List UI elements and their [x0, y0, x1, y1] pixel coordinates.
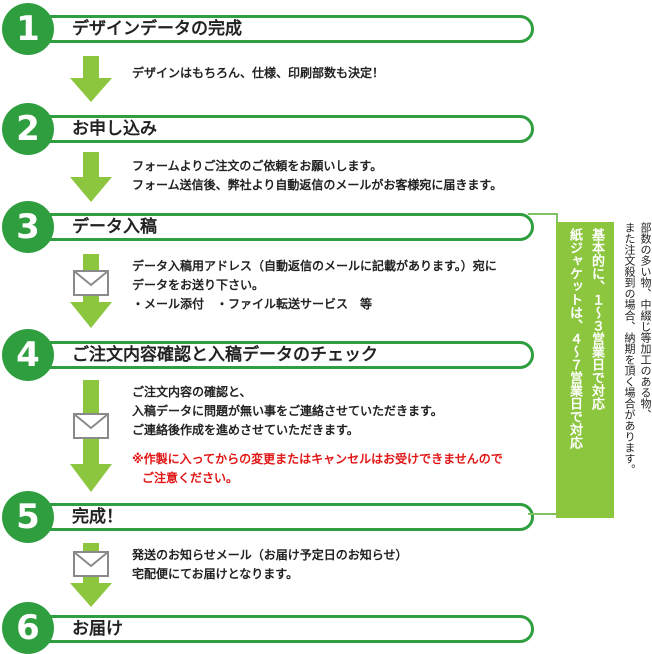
step-1-description: デザインはもちろん、仕様、印刷部数も決定！: [132, 66, 385, 80]
envelope-icon: [73, 551, 109, 577]
step-2-title: お申し込み: [72, 119, 157, 139]
step-6-number: 6: [2, 602, 54, 654]
lead-time-box: 基本的に、１～３営業日で対応 紙ジャケットは、４～７営業日で対応: [556, 222, 614, 518]
down-arrow-icon: [70, 152, 112, 202]
down-arrow-icon: [70, 56, 112, 102]
lead-time-paper-jacket: 紙ジャケットは、４～７営業日で対応: [567, 228, 582, 449]
lead-time-standard: 基本的に、１～３営業日で対応: [589, 228, 604, 410]
step-4-title: ご注文内容確認と入稿データのチェック: [72, 345, 378, 365]
step-3-bar: [32, 213, 534, 241]
envelope-icon: [73, 413, 109, 439]
step-1-number: 1: [2, 3, 54, 55]
side-note-line-1: 部数の多い物、中綴じ等加工のある物、: [639, 222, 652, 420]
side-note: 部数の多い物、中綴じ等加工のある物、 また注文殺到の場合、納期を頂く場合がありま…: [612, 222, 652, 522]
step-2-description: フォームよりご注文のご依頼をお願いします。 フォーム送信後、弊社より自動返信のメ…: [132, 159, 503, 192]
step-5-number: 5: [2, 491, 54, 543]
step-4-description: ご注文内容の確認と、 入稿データに問題が無い事をご連絡させていただきます。 ご連…: [132, 385, 443, 437]
step-6-title: お届け: [72, 619, 123, 639]
step-4-number: 4: [2, 329, 54, 381]
step-5-title: 完成！: [72, 507, 123, 527]
step-2-number: 2: [2, 103, 54, 155]
step-4-bar: [32, 341, 534, 369]
step-3-number: 3: [2, 201, 54, 253]
step-2-bar: [32, 115, 534, 143]
step-6-bar: [32, 615, 534, 643]
step-5-description: 発送のお知らせメール（お届け予定日のお知らせ） 宅配便にてお届けとなります。: [132, 548, 408, 581]
step-4-warning: ※作製に入ってからの変更またはキャンセルはお受けできませんので ご注意ください。: [132, 452, 503, 485]
side-note-line-2: また注文殺到の場合、納期を頂く場合があります。: [623, 222, 636, 475]
step-1-title: デザインデータの完成: [72, 19, 242, 39]
step-5-bar: [32, 503, 534, 531]
step-1-bar: [32, 15, 534, 43]
envelope-icon: [73, 270, 109, 296]
step-3-description: データ入稿用アドレス（自動返信のメールに記載があります。）宛に データをお送り下…: [132, 259, 497, 311]
lead-time-bracket: [528, 213, 558, 515]
step-3-title: データ入稿: [72, 217, 157, 237]
